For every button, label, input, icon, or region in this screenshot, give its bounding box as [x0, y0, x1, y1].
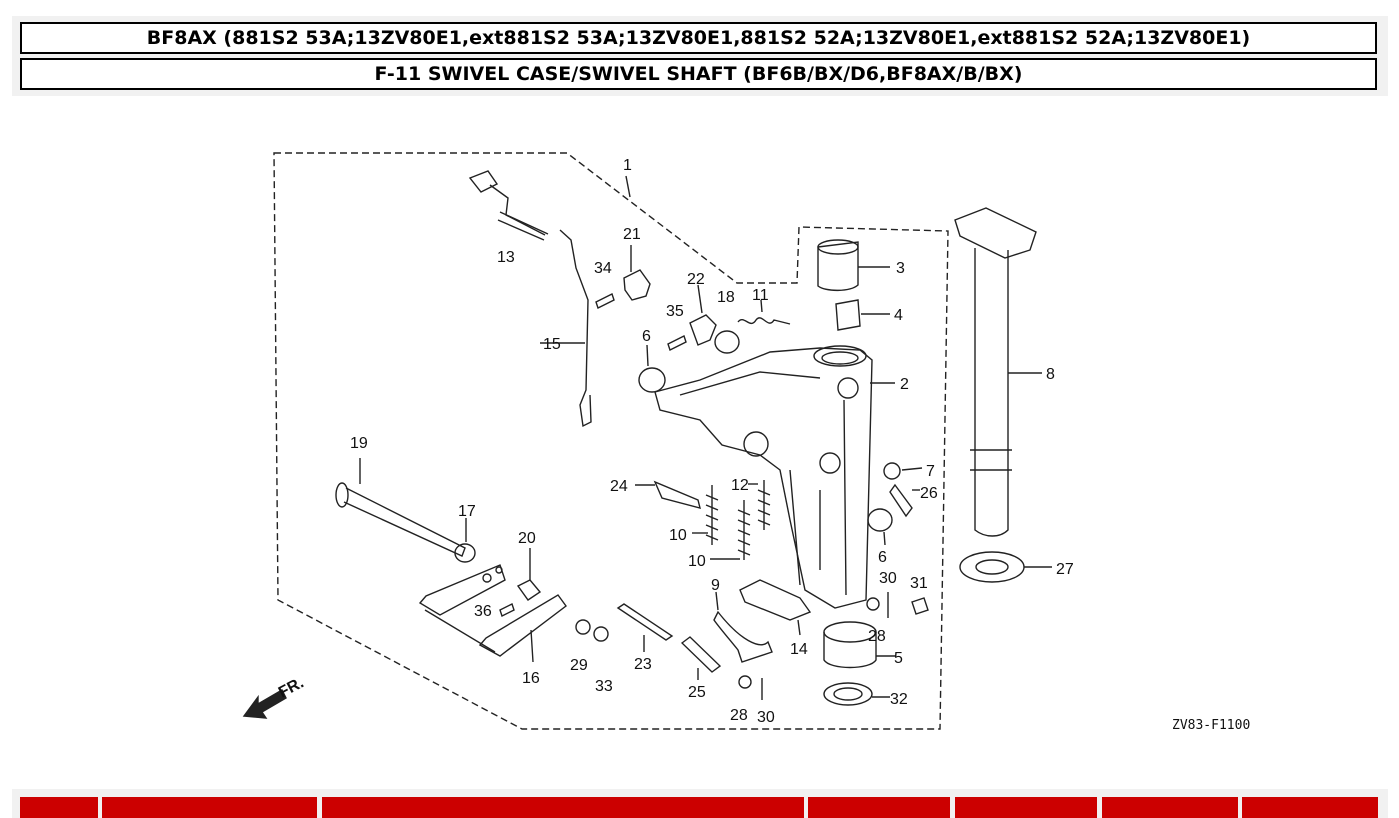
part-label-23: 23 [634, 656, 652, 673]
part-label-33: 33 [595, 678, 613, 695]
part-label-28: 28 [730, 707, 748, 724]
part-11-spring [737, 317, 791, 325]
part-15-rod [540, 229, 592, 428]
figure-code: ZV83-F1100 [1172, 718, 1250, 733]
part-27-washer [959, 551, 1052, 583]
part-label-16: 16 [522, 670, 540, 687]
part-label-15: 15 [543, 336, 561, 353]
part-26-bolt [889, 483, 913, 518]
part-label-25: 25 [688, 684, 706, 701]
part-label-8: 8 [1046, 366, 1055, 383]
part-24-bolt [653, 480, 701, 509]
part-8-swivel-shaft [954, 207, 1042, 537]
part-2-swivel-case [654, 345, 895, 609]
part-label-10: 10 [669, 527, 687, 544]
part-label-1: 1 [623, 157, 632, 174]
part-label-26: 26 [920, 485, 938, 502]
part-12-spring [757, 480, 771, 530]
part-label-6: 6 [642, 328, 651, 345]
part-28-washer-lower [738, 675, 752, 689]
part-label-31: 31 [910, 575, 928, 592]
part-label-6: 6 [878, 549, 887, 566]
part-7-nut [883, 462, 901, 480]
part-21-bracket [623, 269, 651, 301]
table-column-header [322, 797, 804, 818]
part-label-36: 36 [474, 603, 492, 620]
part-label-14: 14 [790, 641, 808, 658]
part-13-lever [468, 170, 549, 241]
part-label-13: 13 [497, 249, 515, 266]
part-10-spring-a [705, 485, 719, 545]
parts-diagram: 1234566789101011121314151617181920212223… [242, 152, 1250, 733]
part-34-pin [595, 293, 615, 309]
part-25-pin [680, 636, 722, 673]
assembly-boundary [273, 152, 949, 730]
part-label-30: 30 [879, 570, 897, 587]
model-title: BF8AX (881S2 53A;13ZV80E1,ext881S2 53A;1… [20, 22, 1377, 54]
part-label-2: 2 [900, 376, 909, 393]
part-6-bushing-lower [867, 508, 893, 532]
part-3-sleeve [817, 241, 859, 292]
part-36-pin [499, 603, 515, 617]
table-column-header [955, 797, 1097, 818]
section-title: F-11 SWIVEL CASE/SWIVEL SHAFT (BF6B/BX/D… [20, 58, 1377, 90]
part-4-plate [835, 299, 861, 331]
table-column-header [1102, 797, 1238, 818]
part-33-nut [593, 626, 609, 642]
part-16-bracket [418, 564, 567, 663]
table-column-header [1242, 797, 1378, 818]
table-column-header [808, 797, 950, 818]
part-22-clip [689, 314, 717, 346]
part-label-20: 20 [518, 530, 536, 547]
part-label-34: 34 [594, 260, 612, 277]
part-label-12: 12 [731, 477, 749, 494]
part-label-32: 32 [890, 691, 908, 708]
part-label-9: 9 [711, 577, 720, 594]
part-label-17: 17 [458, 503, 476, 520]
part-29-washer [575, 619, 591, 635]
part-31-nut [911, 597, 929, 615]
part-label-18: 18 [717, 289, 735, 306]
part-labels: 1234566789101011121314151617181920212223… [350, 157, 1074, 726]
part-label-21: 21 [623, 226, 641, 243]
part-20-roller [516, 579, 542, 601]
part-label-4: 4 [894, 307, 903, 324]
part-label-24: 24 [610, 478, 628, 495]
part-35-screw [667, 335, 687, 351]
part-label-11: 11 [752, 287, 769, 304]
part-label-22: 22 [687, 271, 705, 288]
part-label-10: 10 [688, 553, 706, 570]
part-label-27: 27 [1056, 561, 1074, 578]
part-19-long-bolt [335, 458, 466, 557]
part-28-washer-upper [866, 597, 880, 611]
part-label-3: 3 [896, 260, 905, 277]
part-23-pin [616, 603, 674, 641]
part-17-collar [454, 543, 476, 563]
part-label-28: 28 [868, 628, 886, 645]
part-label-19: 19 [350, 435, 368, 452]
part-6-bushing-upper [638, 367, 666, 393]
part-18-bushing [714, 330, 740, 354]
part-label-35: 35 [666, 303, 684, 320]
part-5-collar [823, 621, 896, 669]
part-32-seal [823, 682, 890, 706]
part-label-29: 29 [570, 657, 588, 674]
part-label-30: 30 [757, 709, 775, 726]
front-arrow-icon [242, 689, 287, 719]
part-label-7: 7 [926, 463, 935, 480]
table-column-header [20, 797, 98, 818]
part-14-plate [739, 579, 812, 621]
part-10-spring-b [737, 500, 751, 560]
part-9-bracket [713, 610, 773, 663]
part-label-5: 5 [894, 650, 903, 667]
table-column-header [102, 797, 317, 818]
